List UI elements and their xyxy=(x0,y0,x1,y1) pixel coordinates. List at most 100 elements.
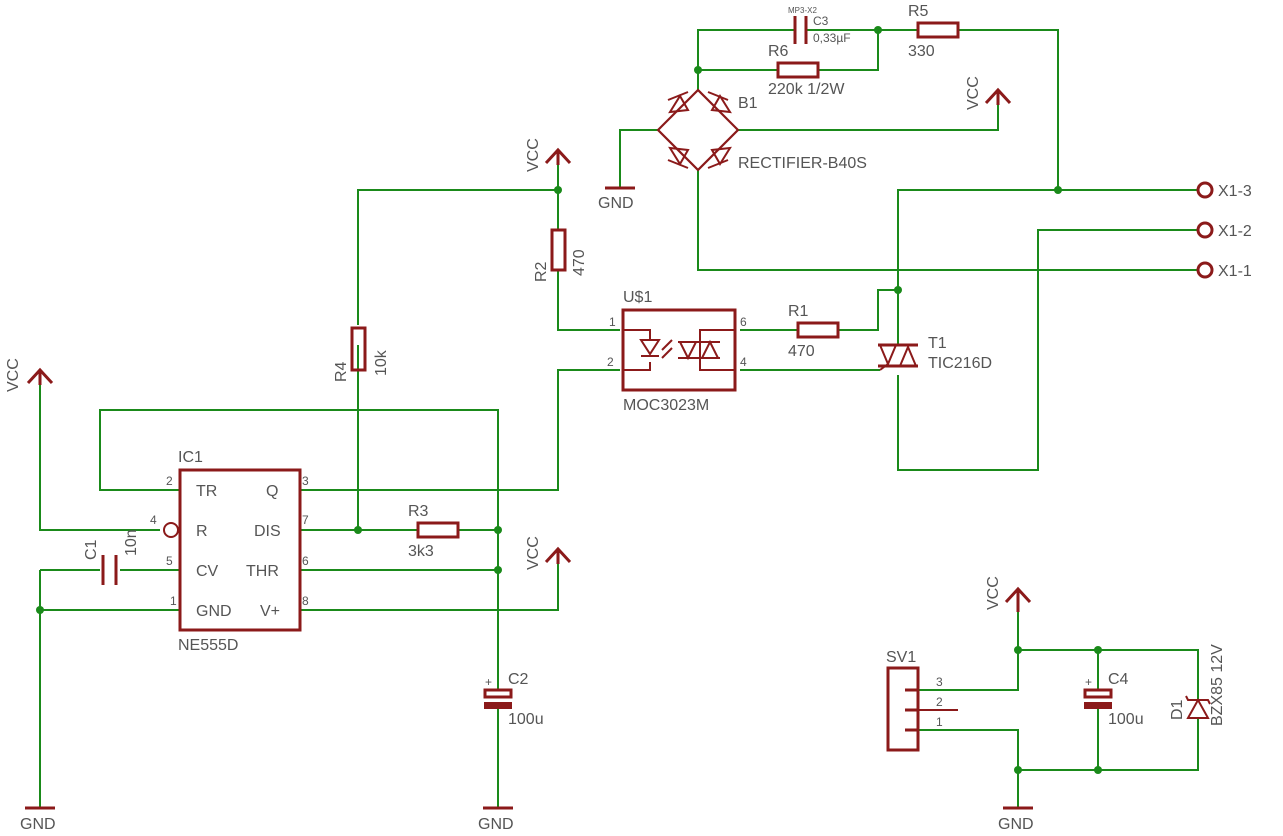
junction-dot xyxy=(694,66,702,74)
pin-number: 8 xyxy=(302,594,309,608)
junction-dot xyxy=(1094,646,1102,654)
terminal-x1-2[interactable] xyxy=(1196,221,1214,239)
svg-text:GND: GND xyxy=(598,195,634,212)
c4-value: 100u xyxy=(1108,711,1144,728)
rectifier-b1[interactable]: B1 RECTIFIER-B40S xyxy=(656,88,867,172)
optocoupler-u1[interactable]: U$1 MOC3023M 1 2 6 4 xyxy=(607,289,747,414)
vcc-symbol-r2: VCC xyxy=(525,138,572,172)
pin-label-gnd: GND xyxy=(196,603,232,620)
gnd-symbol-left: GND xyxy=(20,806,56,833)
vcc-symbol-ic: VCC xyxy=(525,536,572,570)
reset-bubble xyxy=(163,522,179,538)
c1-value: 10n xyxy=(123,529,140,556)
terminal-x1-3[interactable] xyxy=(1196,181,1214,199)
r5-value: 330 xyxy=(908,43,935,60)
pin-label-dis: DIS xyxy=(254,523,281,540)
r2-value: 470 xyxy=(571,249,588,276)
r4-value: 10k xyxy=(373,349,390,376)
connector-x1[interactable]: X1-3 X1-2 X1-1 xyxy=(1196,181,1252,280)
ic1-value: NE555D xyxy=(178,637,238,654)
pin-label-thr: THR xyxy=(246,563,279,580)
pin-label-vplus: V+ xyxy=(260,603,280,620)
c3-name: C3 xyxy=(813,14,829,28)
r2-name: R2 xyxy=(533,261,550,282)
sv1-name: SV1 xyxy=(886,649,916,666)
gnd-symbol-c2: GND xyxy=(478,806,514,833)
pin-label-tr: TR xyxy=(196,483,217,500)
svg-text:VCC: VCC xyxy=(525,536,542,570)
pin-number: 6 xyxy=(302,554,309,568)
pin-label-r: R xyxy=(196,523,208,540)
resistor-r6[interactable]: R6 220k 1/2W xyxy=(768,43,845,98)
junction-dot xyxy=(354,526,362,534)
pin-number: 5 xyxy=(166,554,173,568)
r6-name: R6 xyxy=(768,43,789,60)
zener-d1[interactable]: D1 BZX85 12V xyxy=(1169,644,1226,726)
pin-number: 2 xyxy=(936,695,943,709)
c4-name: C4 xyxy=(1108,671,1129,688)
pin-number: 4 xyxy=(740,355,747,369)
r6-value: 220k 1/2W xyxy=(768,81,845,98)
triac-t1[interactable]: T1 TIC216D xyxy=(878,335,992,372)
svg-text:VCC: VCC xyxy=(965,76,982,110)
junction-dot xyxy=(874,26,882,34)
resistor-r4[interactable]: R4 10k xyxy=(333,326,390,382)
pin-label-q: Q xyxy=(266,483,278,500)
d1-name: D1 xyxy=(1169,699,1186,720)
vcc-symbol-bottom: VCC xyxy=(985,576,1032,612)
polarity-plus: + xyxy=(1085,675,1092,689)
pin-number: 3 xyxy=(302,474,309,488)
resistor-r5[interactable]: R5 330 xyxy=(908,3,960,60)
c1-name: C1 xyxy=(83,539,100,560)
b1-value: RECTIFIER-B40S xyxy=(738,155,867,172)
svg-text:GND: GND xyxy=(478,816,514,833)
gnd-symbol-rectifier: GND xyxy=(598,186,635,212)
b1-name: B1 xyxy=(738,95,758,112)
svg-text:VCC: VCC xyxy=(525,138,542,172)
u1-name: U$1 xyxy=(623,289,652,306)
resistor-r3[interactable]: R3 3k3 xyxy=(408,503,460,560)
capacitor-c3[interactable]: MP3-X2 C3 0,33µF xyxy=(788,6,851,45)
pin-number: 3 xyxy=(936,675,943,689)
capacitor-c4[interactable]: + C4 100u xyxy=(1083,671,1144,728)
pin-label-cv: CV xyxy=(196,563,219,580)
x1-1-label: X1-1 xyxy=(1218,263,1252,280)
t1-name: T1 xyxy=(928,335,947,352)
junction-dot xyxy=(894,286,902,294)
c2-value: 100u xyxy=(508,711,544,728)
svg-text:VCC: VCC xyxy=(5,358,22,392)
x1-3-label: X1-3 xyxy=(1218,183,1252,200)
resistor-r1[interactable]: R1 470 xyxy=(788,303,840,360)
c2-name: C2 xyxy=(508,671,529,688)
wires xyxy=(39,29,1199,808)
vcc-symbol-rectifier: VCC xyxy=(965,76,1012,110)
junction-dot xyxy=(1054,186,1062,194)
junction-dot xyxy=(494,566,502,574)
pin-number: 2 xyxy=(607,355,614,369)
junction-dot xyxy=(494,526,502,534)
header-sv1[interactable]: SV1 3 2 1 xyxy=(886,649,958,752)
ic1-name: IC1 xyxy=(178,449,203,466)
x1-2-label: X1-2 xyxy=(1218,223,1252,240)
c3-package: MP3-X2 xyxy=(788,6,817,15)
d1-value: BZX85 12V xyxy=(1209,644,1226,726)
svg-text:GND: GND xyxy=(998,816,1034,833)
polarity-plus: + xyxy=(485,675,492,689)
svg-text:VCC: VCC xyxy=(985,576,1002,610)
u1-body xyxy=(621,308,737,392)
junction-dot xyxy=(1094,766,1102,774)
r4-name: R4 xyxy=(333,361,350,382)
capacitor-c1[interactable]: C1 10n xyxy=(83,529,140,585)
r3-name: R3 xyxy=(408,503,429,520)
capacitor-c2[interactable]: + C2 100u xyxy=(483,671,544,728)
terminal-x1-1[interactable] xyxy=(1196,261,1214,279)
c3-value: 0,33µF xyxy=(813,31,851,45)
r5-name: R5 xyxy=(908,3,929,20)
pin-number: 1 xyxy=(170,594,177,608)
pin-number: 1 xyxy=(609,315,616,329)
pin-number: 7 xyxy=(302,513,309,527)
resistor-r2[interactable]: R2 470 xyxy=(533,228,588,282)
ic1-ne555[interactable]: IC1 NE555D 2 4 5 1 3 7 6 8 TR R CV GND Q… xyxy=(150,449,309,654)
t1-value: TIC216D xyxy=(928,355,992,372)
